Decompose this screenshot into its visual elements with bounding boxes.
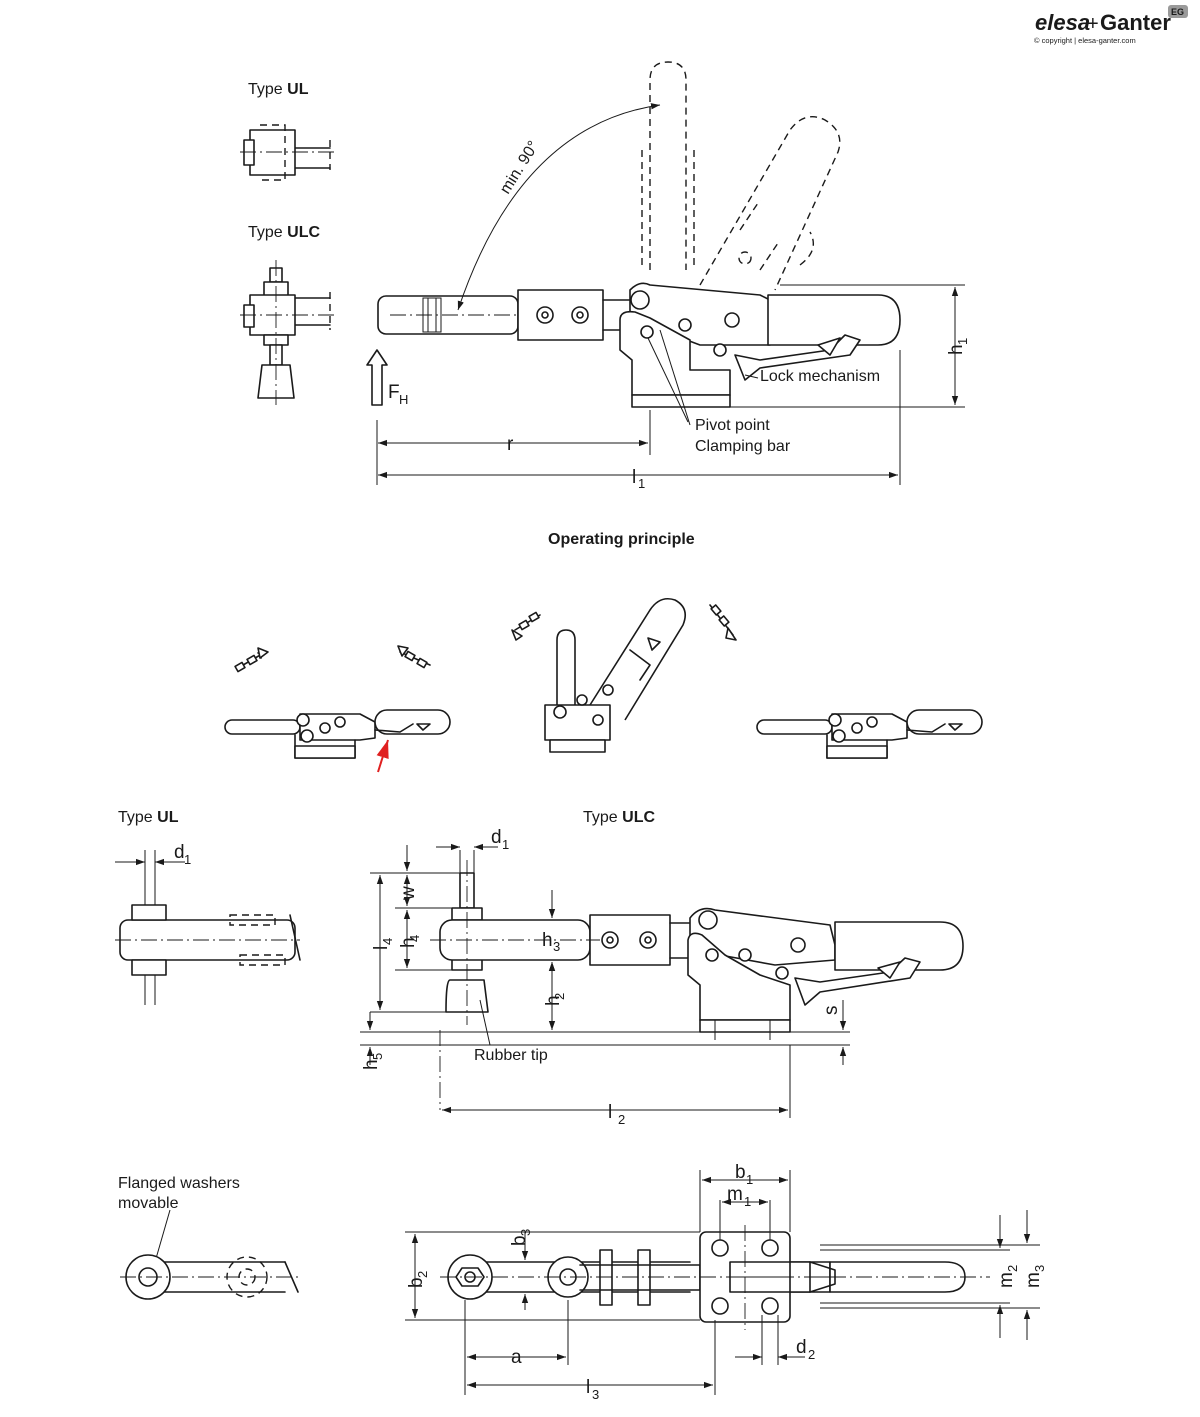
svg-text:2: 2 — [808, 1347, 815, 1362]
svg-text:a: a — [511, 1347, 522, 1368]
brand-logo: elesa + Ganter EG © copyright | elesa-ga… — [1034, 5, 1188, 45]
clamping-bar-label: Clamping bar — [695, 438, 791, 455]
svg-text:m: m — [727, 1184, 743, 1205]
svg-text:2: 2 — [1005, 1265, 1020, 1272]
logo-brand-sep: + — [1087, 13, 1099, 35]
op-state-closed-right — [756, 709, 983, 759]
flanged-washers-line1: Flanged washers — [118, 1175, 240, 1192]
type-ulc-label-mid: Type ULC — [583, 809, 655, 826]
svg-text:h: h — [543, 995, 564, 1006]
pivot-point-label: Pivot point — [695, 417, 770, 434]
svg-text:2: 2 — [552, 993, 567, 1000]
svg-text:2: 2 — [618, 1112, 625, 1127]
type-ul-top-view — [120, 1209, 300, 1300]
type-ulc-top-view — [440, 1225, 990, 1330]
type-ulc-end-view-top — [240, 260, 335, 405]
type-ul-label-mid: Type UL — [118, 809, 179, 826]
svg-text:b: b — [735, 1162, 746, 1183]
logo-badge-text: EG — [1171, 7, 1184, 17]
rubber-tip-label: Rubber tip — [474, 1047, 548, 1064]
svg-text:4: 4 — [407, 935, 422, 942]
logo-badge — [1168, 5, 1188, 18]
red-indicator-arrow — [376, 739, 389, 773]
operating-principle-title: Operating principle — [548, 531, 695, 548]
svg-text:1: 1 — [184, 852, 191, 867]
type-ul-end-view-top — [240, 124, 335, 181]
svg-text:H: H — [399, 392, 408, 407]
logo-copyright: © copyright | elesa-ganter.com — [1034, 36, 1136, 45]
svg-text:b: b — [509, 1235, 530, 1246]
main-clamp-side-view — [377, 61, 901, 408]
ul-d1-label: d — [174, 842, 185, 863]
dim-h1-sub: 1 — [955, 338, 970, 345]
svg-text:m: m — [996, 1272, 1017, 1288]
dim-r-label: r — [507, 434, 514, 455]
ulc-top-dimensions: b 1 m 1 b 2 b 3 m 2 m 3 a d 2 — [405, 1162, 1047, 1402]
op-state-open-center — [511, 597, 737, 753]
svg-text:d: d — [491, 827, 502, 848]
svg-text:3: 3 — [518, 1229, 533, 1236]
svg-text:m: m — [1023, 1272, 1044, 1288]
svg-text:d: d — [796, 1337, 807, 1358]
svg-text:h: h — [398, 937, 419, 948]
svg-text:l: l — [371, 946, 392, 950]
type-ul-front-view: d 1 — [115, 842, 301, 1005]
svg-text:1: 1 — [502, 837, 509, 852]
svg-text:b: b — [406, 1277, 427, 1288]
dim-h1-label: h — [946, 344, 967, 355]
force-arrow: F H — [366, 349, 408, 407]
svg-text:l: l — [608, 1102, 612, 1123]
svg-text:3: 3 — [592, 1387, 599, 1402]
logo-brand-elesa: elesa — [1035, 10, 1090, 35]
svg-text:l: l — [586, 1377, 590, 1398]
svg-text:1: 1 — [746, 1172, 753, 1187]
lock-mechanism-label: Lock mechanism — [760, 368, 880, 385]
svg-text:4: 4 — [380, 938, 395, 945]
op-state-closed-left — [224, 645, 451, 773]
logo-brand-ganter: Ganter — [1100, 10, 1171, 35]
type-ul-label-top: Type UL — [248, 81, 309, 98]
svg-text:2: 2 — [415, 1271, 430, 1278]
svg-text:3: 3 — [1032, 1265, 1047, 1272]
svg-text:1: 1 — [744, 1194, 751, 1209]
flanged-washers-line2: movable — [118, 1195, 179, 1212]
dim-l1-sub: 1 — [638, 476, 645, 491]
dim-l1-label: l — [632, 467, 636, 488]
svg-text:F: F — [388, 382, 400, 403]
svg-text:3: 3 — [553, 939, 560, 954]
ulc-dimensions: d 1 l 4 w h 4 h 3 h 2 h 5 s Rubber tip — [360, 827, 850, 1127]
type-ulc-front-view — [430, 860, 964, 1110]
svg-text:h: h — [542, 930, 553, 951]
type-ulc-label-top: Type ULC — [248, 224, 320, 241]
svg-text:s: s — [821, 1006, 842, 1016]
svg-text:w: w — [398, 886, 419, 901]
svg-text:h: h — [361, 1059, 382, 1070]
angle-arc — [457, 103, 661, 311]
svg-text:5: 5 — [370, 1053, 385, 1060]
